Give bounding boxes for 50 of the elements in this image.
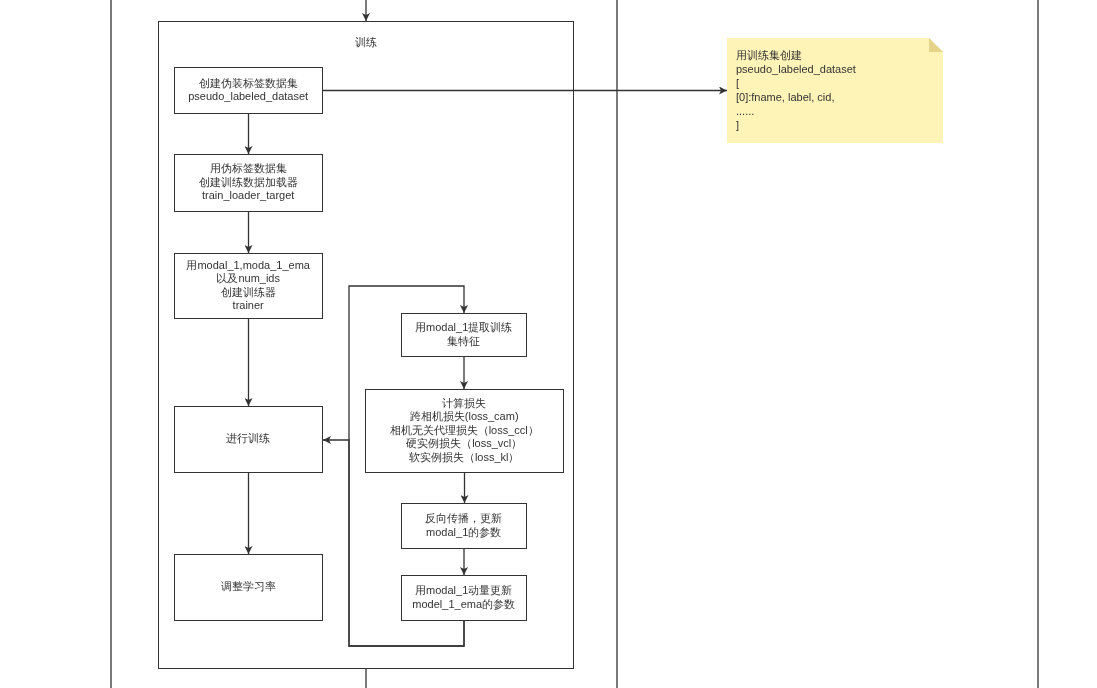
box-text: 用modal_1动量更新 xyxy=(415,584,513,598)
box-text: 硬实例损失（loss_vcl） xyxy=(406,437,523,451)
process-box xyxy=(400,574,527,621)
arrow xyxy=(460,548,468,576)
process-box xyxy=(173,553,323,621)
process-box xyxy=(173,405,323,473)
arrow xyxy=(244,113,253,155)
box-text: 以及num_ids xyxy=(216,272,280,286)
container-title: 训练 xyxy=(355,36,377,50)
box-text: 反向传播，更新 xyxy=(425,512,503,526)
sticky-note xyxy=(727,38,943,143)
process-box xyxy=(400,502,527,549)
box-text: 调整学习率 xyxy=(220,580,276,594)
note-text: [0]:fname, label, cid, xyxy=(736,90,835,104)
box-text: 计算损失 xyxy=(442,396,487,411)
process-box xyxy=(364,388,564,473)
arrow xyxy=(244,211,253,254)
arrow xyxy=(362,0,370,22)
arrow xyxy=(244,318,253,407)
note-text: 用训练集创建 xyxy=(736,48,802,62)
process-box xyxy=(400,312,527,357)
process-box xyxy=(173,252,323,319)
box-text: 创建伪装标签数据集 xyxy=(198,76,298,91)
box-text: pseudo_labeled_dataset xyxy=(188,90,309,104)
box-text: modal_1的参数 xyxy=(426,525,502,540)
connector-line xyxy=(365,668,367,688)
arrow xyxy=(244,472,253,555)
box-text: 用modal_1提取训练集特征 xyxy=(414,321,514,349)
note-text: ] xyxy=(736,118,740,132)
box-text: 创建训练数据加载器 xyxy=(198,175,298,190)
box-text: 相机无关代理损失（loss_ccl） xyxy=(389,423,539,438)
box-text: train_loader_target xyxy=(202,189,295,203)
note-text: [ xyxy=(736,76,740,90)
box-text: 用伪标签数据集 xyxy=(209,162,287,176)
process-box xyxy=(173,153,323,212)
box-text: 跨相机损失(loss_cam) xyxy=(409,410,519,424)
box-text: model_1_ema的参数 xyxy=(412,597,516,612)
box-text: 创建训练器 xyxy=(220,285,276,300)
note-text: pseudo_labeled_dataset xyxy=(736,62,856,76)
note-text: ...... xyxy=(736,104,755,118)
arrow xyxy=(322,86,728,95)
box-text: 进行训练 xyxy=(226,432,271,446)
container-box xyxy=(158,21,574,669)
arrow xyxy=(460,472,469,504)
box-text: 用modal_1,moda_1_ema xyxy=(186,258,310,273)
arrow xyxy=(322,436,465,647)
arrow xyxy=(460,356,468,390)
box-text: 软实例损失（loss_kl） xyxy=(408,450,520,465)
process-box xyxy=(173,66,323,114)
box-text: trainer xyxy=(232,299,264,313)
